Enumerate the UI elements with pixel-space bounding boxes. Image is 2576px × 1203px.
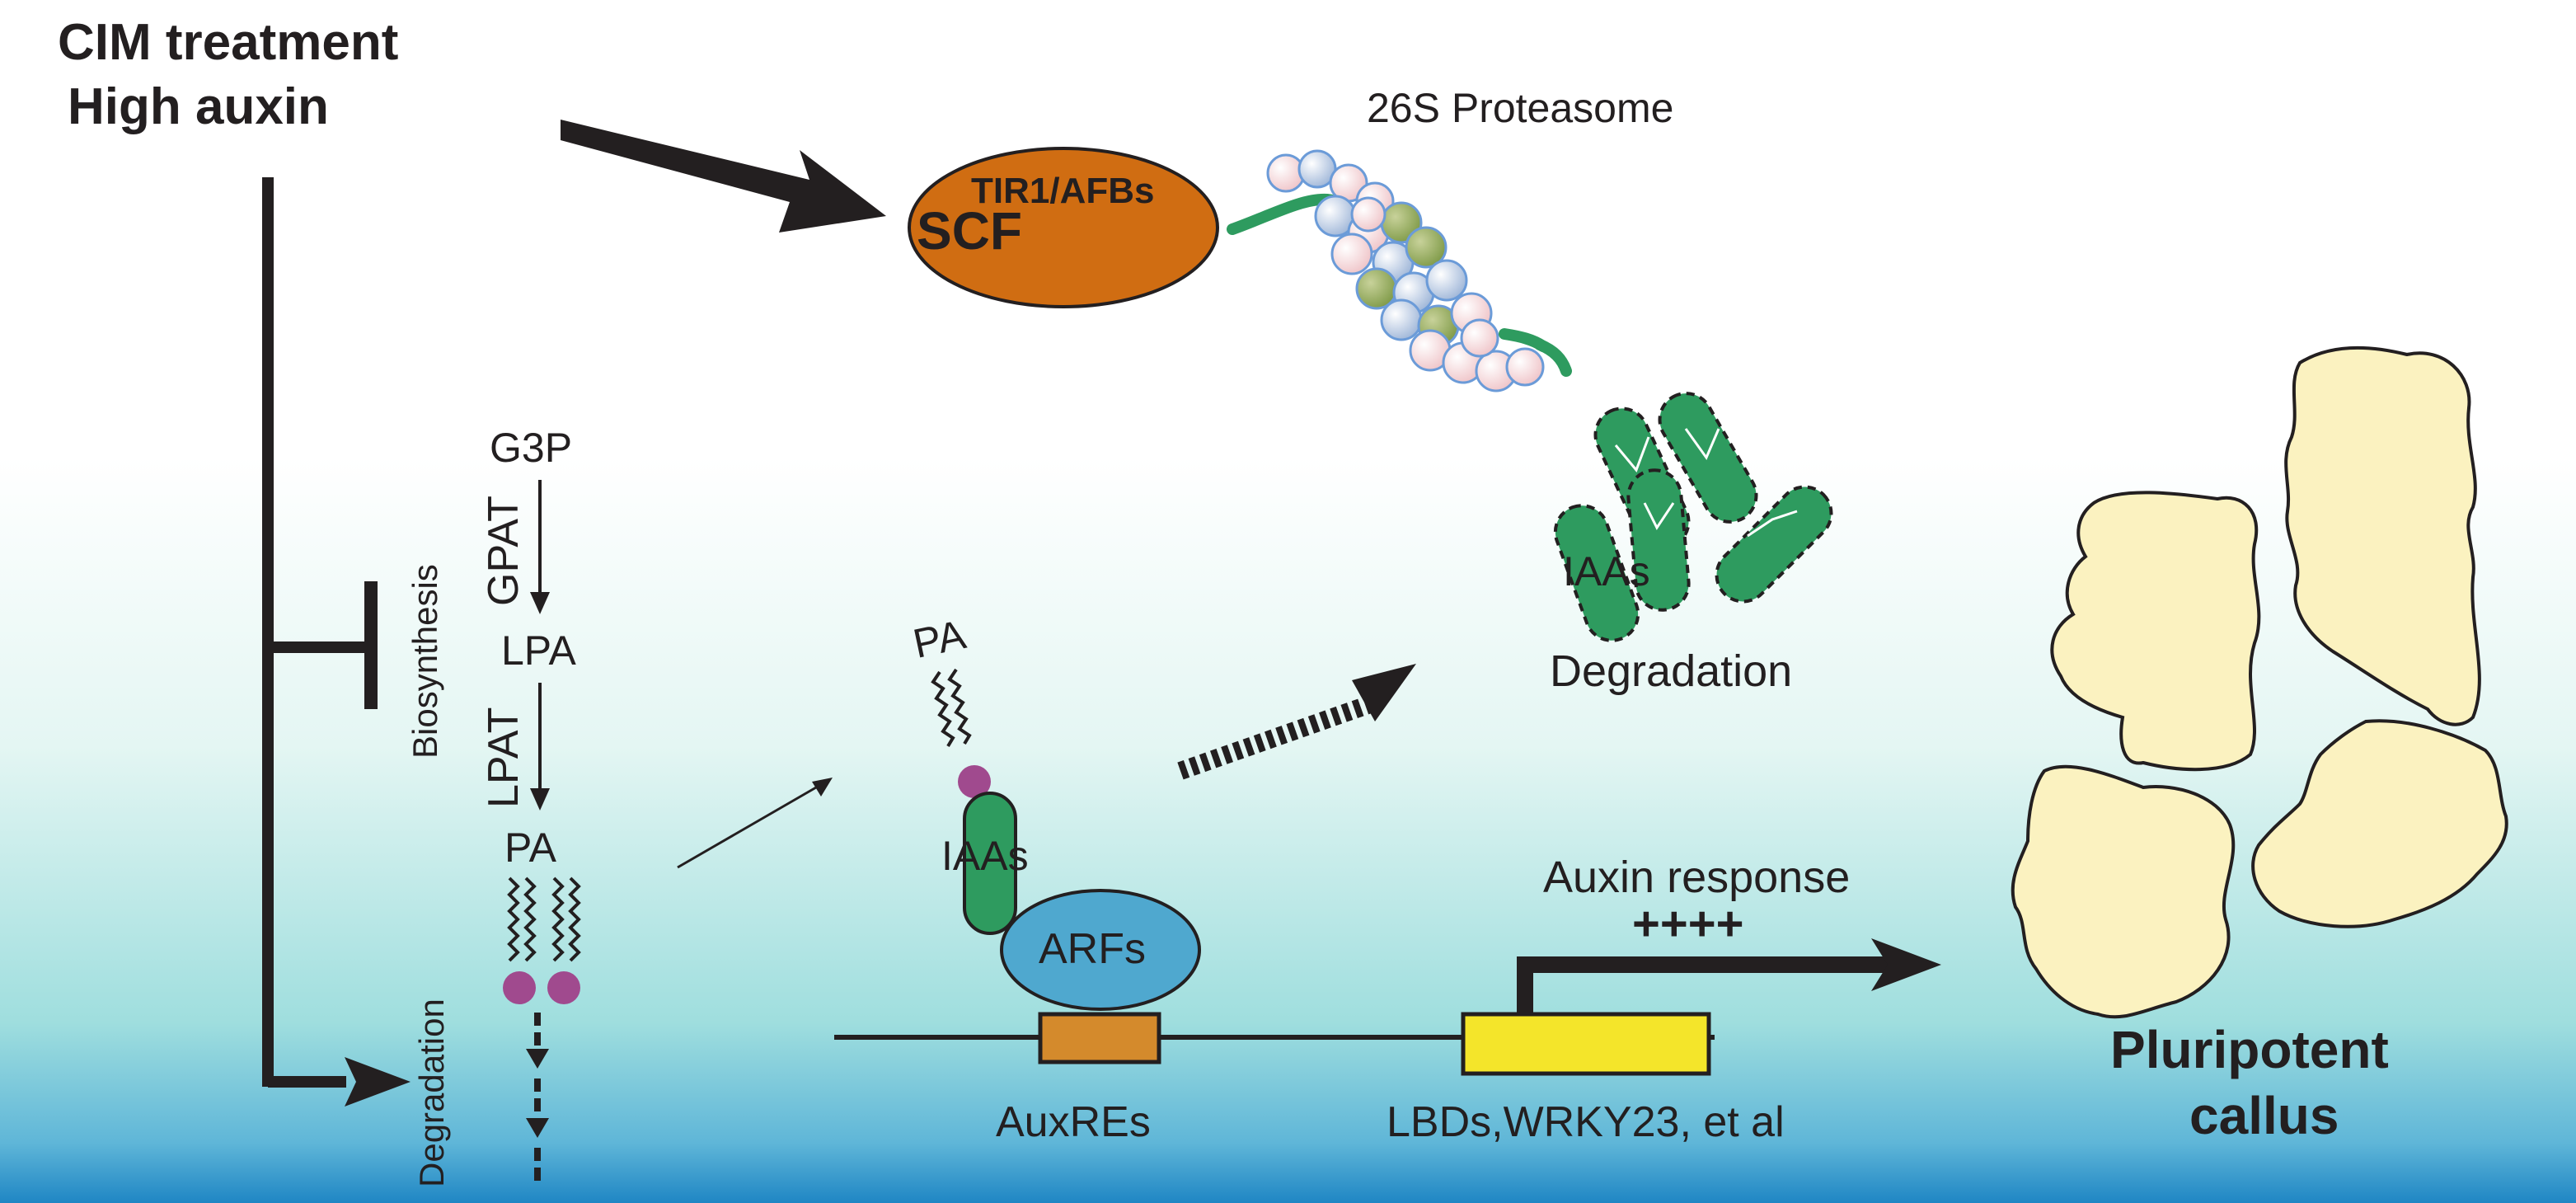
target-gene-box: [1461, 1012, 1711, 1076]
auxin-response-label: Auxin response: [1543, 853, 1850, 902]
title-high-auxin: High auxin: [68, 78, 329, 135]
callus-cell-3: [2011, 764, 2236, 1019]
callus-cells: [2011, 345, 2508, 1019]
lpat-label: LPAT: [480, 707, 528, 808]
iaas-cluster-label: IAAs: [1563, 548, 1650, 594]
pa-left-label: PA: [504, 825, 557, 871]
pa-degradation-dotted-arrows: [526, 1013, 549, 1181]
iaas-bound-pill: [963, 792, 1017, 935]
dashed-arrow-to-degradation: [1177, 664, 1416, 780]
pathway-frame: [262, 177, 371, 1088]
gpat-label: GPAT: [480, 496, 528, 606]
scf-ellipse: [908, 147, 1219, 308]
proteasome-icon: [1227, 149, 1572, 392]
callus-cell-4: [2251, 719, 2508, 928]
pa-mid-label: PA: [909, 611, 970, 667]
arfs-ellipse: [1000, 889, 1201, 1011]
target-genes-label: LBDs,WRKY23, et al: [1387, 1098, 1785, 1146]
arfs-label: ARFs: [1039, 925, 1146, 973]
callus-label-line1: Pluripotent: [2110, 1020, 2389, 1079]
degradation-label: Degradation: [1550, 646, 1792, 696]
degradation-side-label: Degradation: [412, 999, 451, 1187]
thin-arrow-pa: [677, 778, 833, 869]
g3p-to-lpa-arrow: [530, 480, 550, 614]
callus-cell-2: [2284, 345, 2481, 726]
scf-label: SCF: [917, 201, 1022, 261]
pa-lipid-left: [503, 876, 537, 1004]
plus-signs: ++++: [1632, 897, 1743, 951]
auxres-label: AuxREs: [996, 1098, 1151, 1146]
proteasome-label: 26S Proteasome: [1367, 85, 1673, 131]
callus-label-line2: callus: [2189, 1086, 2339, 1145]
callus-cell-1: [2050, 491, 2261, 772]
auxres-box: [1038, 1012, 1161, 1064]
lpa-to-pa-arrow: [530, 683, 550, 811]
g3p-label: G3P: [490, 425, 572, 471]
tir1-label: TIR1/AFBs: [971, 171, 1154, 211]
degradation-arrowhead: [345, 1057, 411, 1107]
iaas-bound-label: IAAs: [941, 833, 1029, 879]
big-arrow-to-scf: [561, 120, 886, 233]
pa-lipid-bound: [931, 668, 991, 798]
lpa-label: LPA: [501, 627, 576, 674]
title-cim-treatment: CIM treatment: [58, 14, 398, 71]
iaas-cluster-marks: [1614, 428, 1798, 538]
biosynthesis-label: Biosynthesis: [406, 564, 444, 759]
pa-lipid-right: [547, 876, 581, 1004]
transcription-arrow: [1517, 938, 1941, 1016]
